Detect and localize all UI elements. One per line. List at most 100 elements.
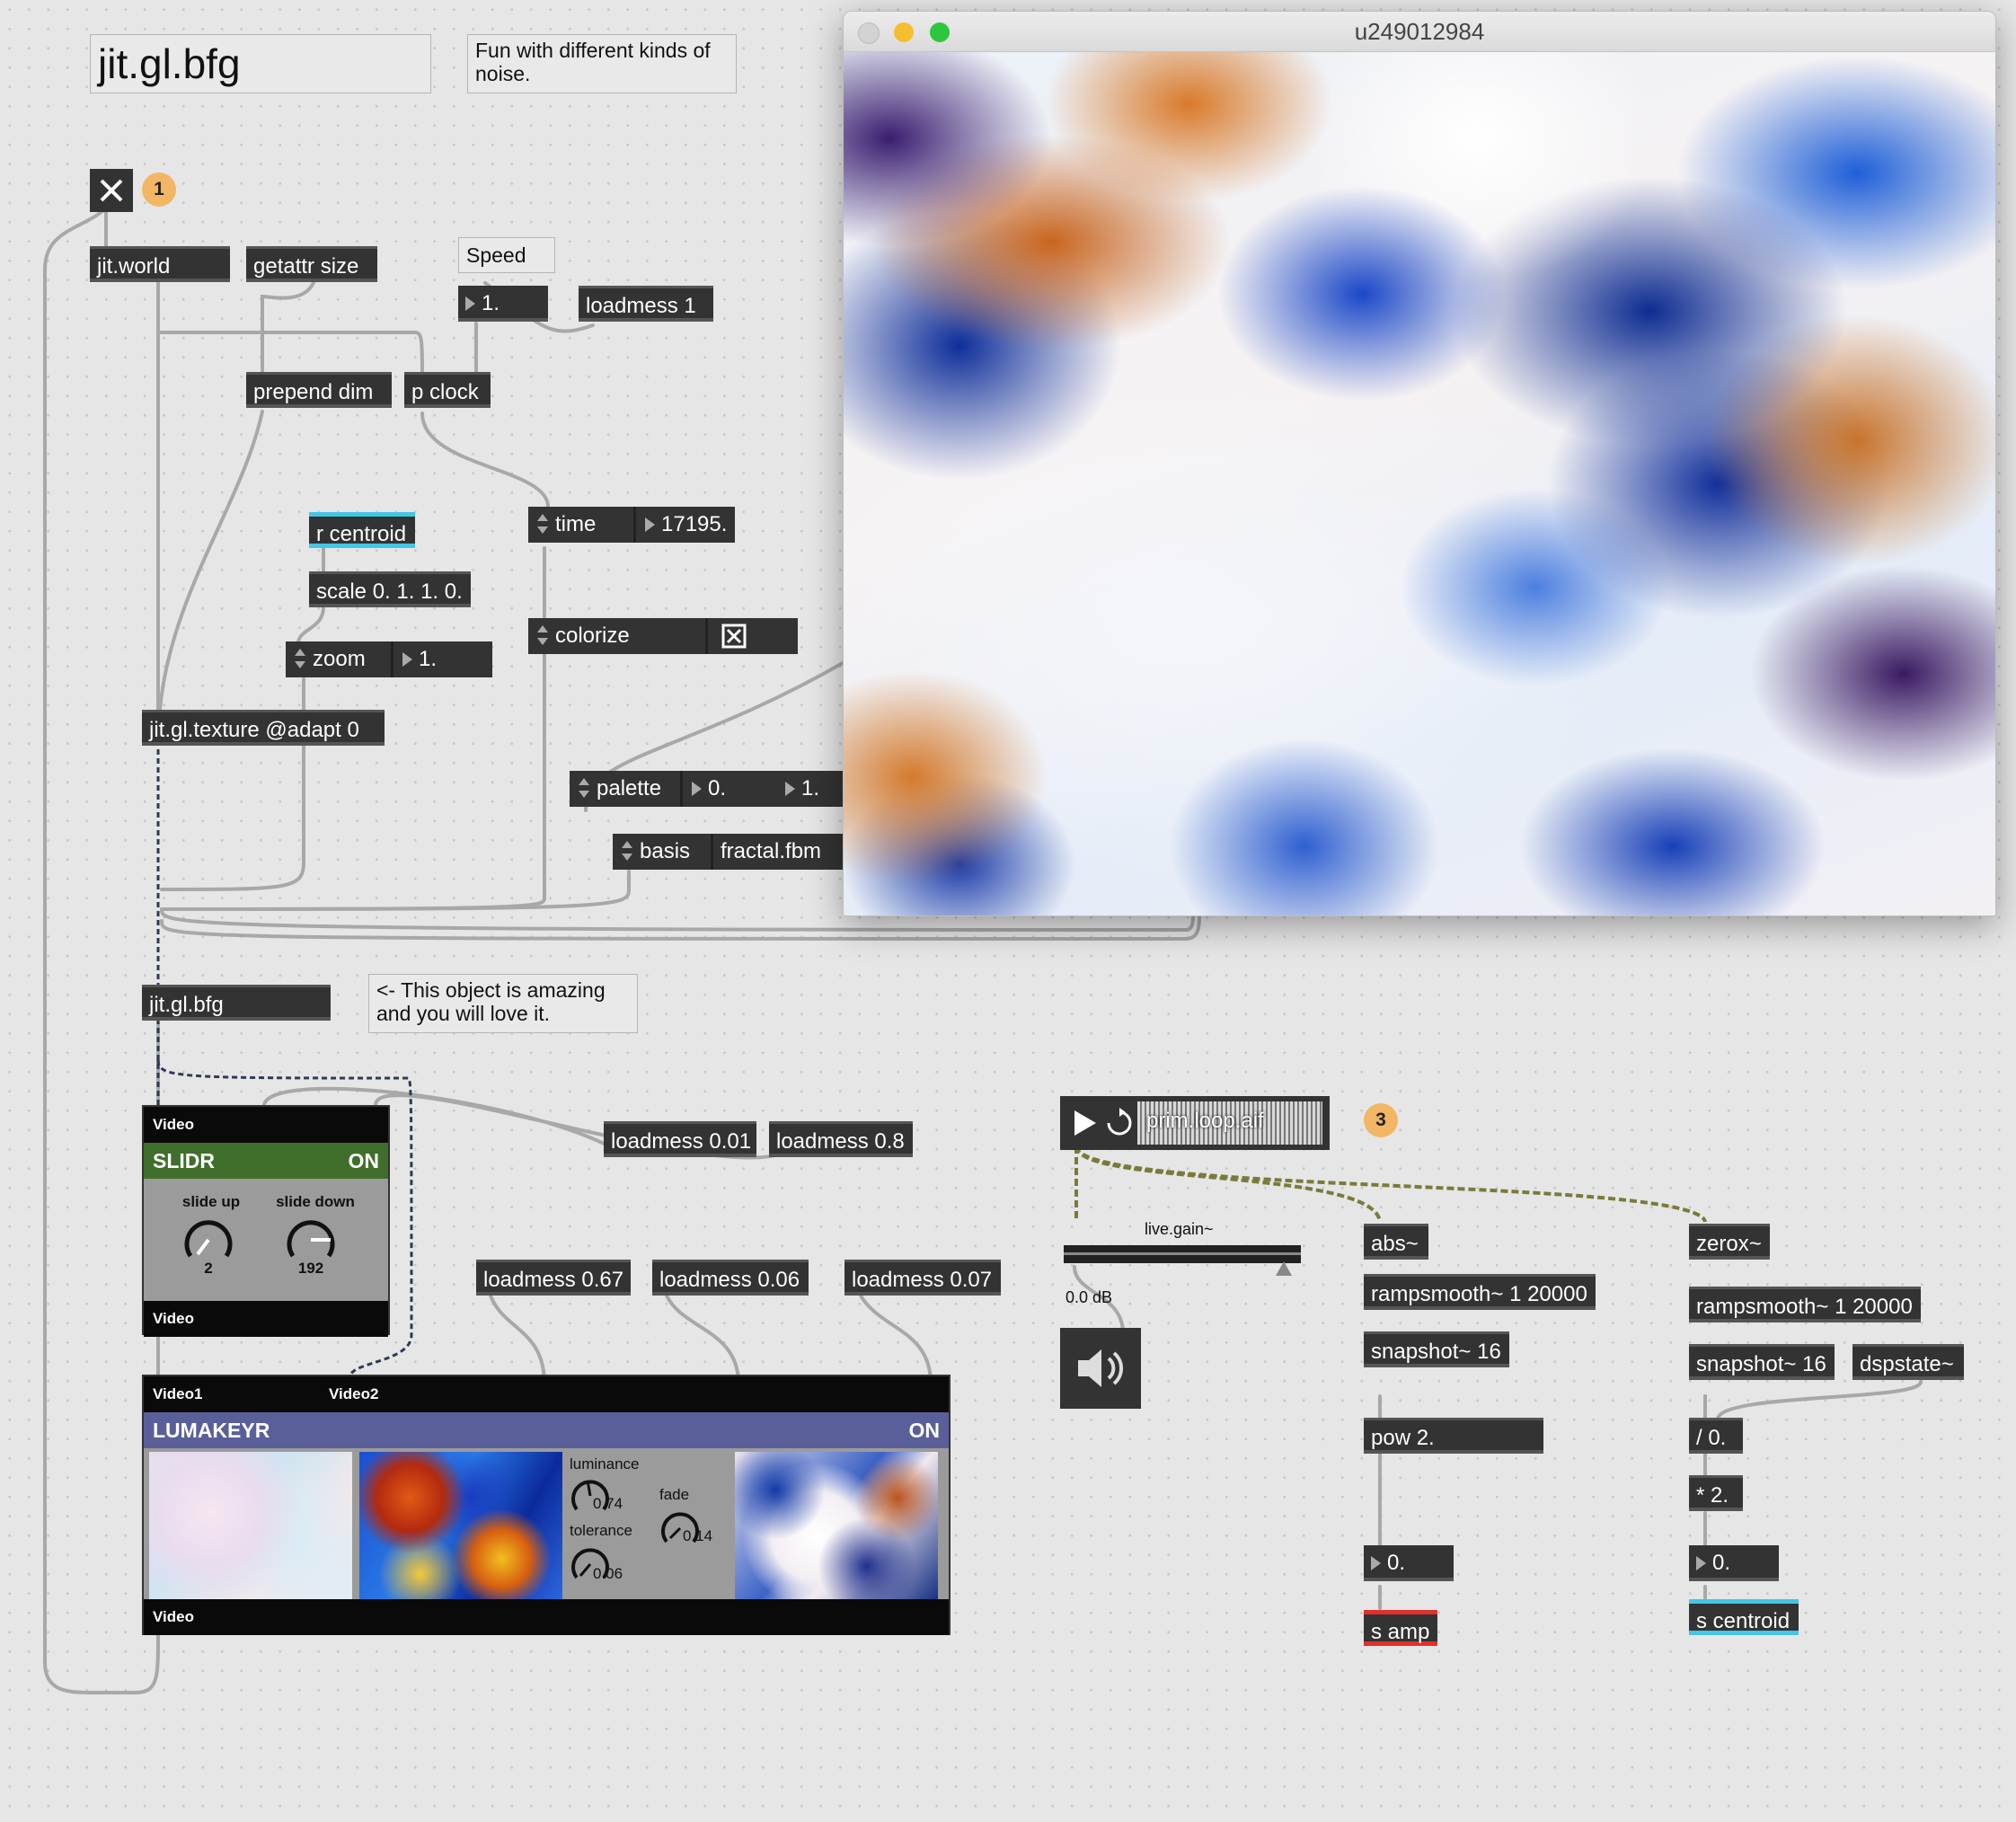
time-value[interactable]: 17195. [636, 507, 735, 543]
basis-attrui[interactable]: basis fractal.fbm [613, 834, 843, 870]
colorize-attrui[interactable]: colorize [528, 618, 798, 654]
window-title: u249012984 [1354, 18, 1485, 45]
slide-down-knob[interactable] [284, 1213, 338, 1267]
slidr-bpatcher[interactable]: Video SLIDR ON slide up 2 slide down 192… [142, 1105, 390, 1337]
waveform-display[interactable] [1137, 1101, 1322, 1145]
fade-label: fade [659, 1486, 690, 1503]
zoom-label: zoom [286, 641, 393, 677]
loadmess-001-object[interactable]: loadmess 0.01 [604, 1121, 756, 1157]
title-comment: jit.gl.bfg [90, 34, 431, 93]
dspstate-object[interactable]: dspstate~ [1852, 1344, 1964, 1380]
zoom-value[interactable]: 1. [393, 641, 492, 677]
fade-value: 0.14 [683, 1527, 713, 1544]
slidr-input-label: Video [144, 1107, 388, 1143]
colorize-label: colorize [528, 618, 708, 654]
time-attrui[interactable]: time 17195. [528, 507, 735, 543]
window-zoom-button[interactable] [930, 22, 950, 42]
slide-up-value: 2 [204, 1260, 213, 1277]
p-clock-object[interactable]: p clock [404, 372, 491, 408]
basis-value[interactable]: fractal.fbm [713, 834, 843, 870]
pow-object[interactable]: pow 2. [1364, 1418, 1543, 1454]
centroid-number[interactable]: 0. [1689, 1545, 1779, 1581]
playlist-player[interactable]: prim.loop.aif [1060, 1096, 1330, 1150]
lumakeyr-preview-2 [359, 1452, 562, 1605]
noise-render-view [844, 52, 1995, 915]
slide-up-knob[interactable] [181, 1213, 235, 1267]
checkbox-checked-icon [721, 624, 747, 649]
rampsmooth-a-object[interactable]: rampsmooth~ 1 20000 [1364, 1274, 1596, 1310]
slidr-state[interactable]: ON [348, 1149, 380, 1172]
window-close-button[interactable] [858, 22, 880, 44]
tolerance-knob[interactable] [570, 1543, 611, 1585]
getattr-size-object[interactable]: getattr size [246, 246, 377, 282]
window-titlebar[interactable]: u249012984 [844, 12, 1995, 52]
lumakeyr-header: LUMAKEYR ON [144, 1412, 949, 1448]
r-centroid-object[interactable]: r centroid [309, 512, 415, 548]
subtitle-comment: Fun with different kinds of noise. [467, 34, 737, 93]
slidr-title: SLIDR [153, 1149, 215, 1172]
play-icon[interactable] [1067, 1105, 1103, 1141]
render-toggle[interactable] [90, 169, 133, 212]
colorize-checkbox[interactable] [708, 618, 798, 654]
live-gain-thumb[interactable] [1276, 1261, 1292, 1276]
x-icon [100, 179, 123, 202]
lumakeyr-output-label: Video [144, 1599, 949, 1635]
zoom-attrui[interactable]: zoom 1. [286, 641, 492, 677]
snapshot-a-object[interactable]: snapshot~ 16 [1364, 1331, 1509, 1367]
slidr-header: SLIDR ON [144, 1143, 388, 1179]
speaker-icon [1078, 1349, 1124, 1387]
loop-icon[interactable] [1101, 1105, 1137, 1141]
abs-object[interactable]: abs~ [1364, 1224, 1428, 1260]
live-gain-slider[interactable]: live.gain~ 0.0 dB [1064, 1213, 1301, 1306]
palette-label: palette [570, 771, 683, 807]
loadmess-08-object[interactable]: loadmess 0.8 [769, 1121, 913, 1157]
luminance-value: 0.74 [593, 1495, 623, 1512]
lumakeyr-preview-1 [149, 1452, 352, 1605]
step-badge-1: 1 [142, 172, 176, 207]
tolerance-value: 0.06 [593, 1565, 623, 1582]
s-centroid-object[interactable]: s centroid [1689, 1599, 1799, 1635]
slidr-output-label: Video [144, 1301, 388, 1337]
s-amp-object[interactable]: s amp [1364, 1610, 1437, 1646]
luminance-knob[interactable] [570, 1475, 611, 1517]
lumakeyr-input-2: Video2 [329, 1385, 379, 1402]
lumakeyr-state[interactable]: ON [908, 1419, 941, 1442]
live-gain-label: live.gain~ [1145, 1220, 1214, 1238]
prepend-dim-object[interactable]: prepend dim [246, 372, 392, 408]
luminance-label: luminance [570, 1455, 640, 1473]
lumakeyr-bpatcher[interactable]: Video1 Video2 LUMAKEYR ON luminance 0.74… [142, 1375, 951, 1635]
lumakeyr-preview-3 [735, 1452, 938, 1605]
speed-number[interactable]: 1. [458, 286, 548, 322]
slide-up-label: slide up [181, 1193, 241, 1210]
tolerance-label: tolerance [570, 1522, 632, 1539]
speed-comment: Speed [458, 237, 555, 273]
multiply-object[interactable]: * 2. [1689, 1475, 1743, 1511]
lumakeyr-inputs: Video1 Video2 [144, 1376, 949, 1412]
rampsmooth-b-object[interactable]: rampsmooth~ 1 20000 [1689, 1287, 1921, 1322]
amp-number[interactable]: 0. [1364, 1545, 1454, 1581]
time-label: time [528, 507, 636, 543]
render-window[interactable]: u249012984 [843, 11, 1996, 916]
palette-value-2[interactable]: 1. [776, 771, 843, 807]
palette-value-1[interactable]: 0. [683, 771, 776, 807]
loadmess-006-object[interactable]: loadmess 0.06 [652, 1260, 809, 1296]
fade-knob[interactable] [659, 1508, 701, 1549]
live-gain-meter-line [1064, 1252, 1301, 1255]
loadmess-067-object[interactable]: loadmess 0.67 [476, 1260, 631, 1296]
divide-object[interactable]: / 0. [1689, 1418, 1743, 1454]
jit-gl-bfg-object[interactable]: jit.gl.bfg [142, 985, 331, 1021]
ezdac-button[interactable] [1060, 1328, 1141, 1409]
zerox-object[interactable]: zerox~ [1689, 1224, 1770, 1260]
basis-label: basis [613, 834, 713, 870]
palette-attrui[interactable]: palette 0. 1. [570, 771, 843, 807]
window-minimize-button[interactable] [894, 22, 914, 42]
loadmess-007-object[interactable]: loadmess 0.07 [844, 1260, 1001, 1296]
lumakeyr-title: LUMAKEYR [153, 1419, 270, 1442]
jit-world-object[interactable]: jit.world [90, 246, 230, 282]
loadmess-1-object[interactable]: loadmess 1 [579, 286, 713, 322]
snapshot-b-object[interactable]: snapshot~ 16 [1689, 1344, 1835, 1380]
amazing-comment: <- This object is amazing and you will l… [368, 974, 638, 1033]
jit-gl-texture-object[interactable]: jit.gl.texture @adapt 0 [142, 710, 385, 746]
scale-object[interactable]: scale 0. 1. 1. 0. [309, 571, 471, 607]
slide-down-value: 192 [297, 1260, 324, 1277]
